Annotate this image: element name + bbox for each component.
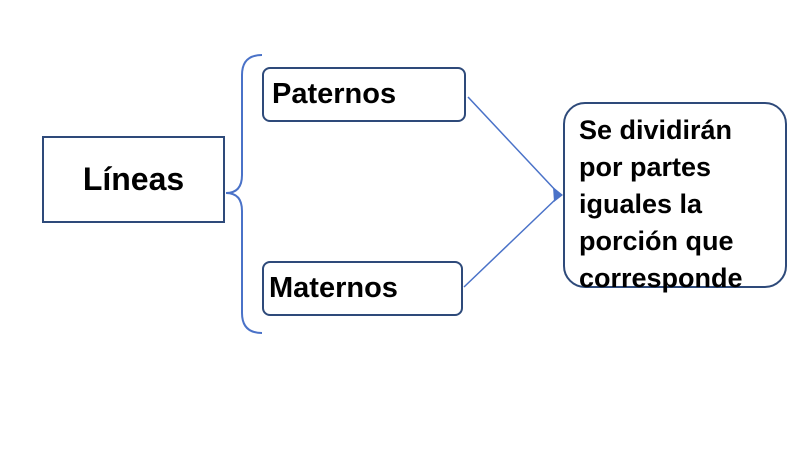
arrowhead bbox=[553, 187, 563, 202]
branch-node-label: Maternos bbox=[269, 272, 398, 304]
root-node-label: Líneas bbox=[82, 161, 185, 197]
arrow-maternos-to-result bbox=[463, 196, 559, 288]
arrow-paternos-to-result bbox=[467, 96, 559, 194]
curly-brace bbox=[225, 54, 263, 334]
result-node-label: Se dividirán por partes iguales la porci… bbox=[579, 115, 743, 293]
result-node: Se dividirán por partes iguales la porci… bbox=[563, 102, 787, 293]
branch-node-paternos: Paternos bbox=[262, 67, 466, 122]
branch-node-label: Paternos bbox=[272, 78, 397, 110]
branch-node-maternos: Maternos bbox=[262, 261, 463, 316]
root-node-lineas: Líneas bbox=[42, 136, 225, 223]
